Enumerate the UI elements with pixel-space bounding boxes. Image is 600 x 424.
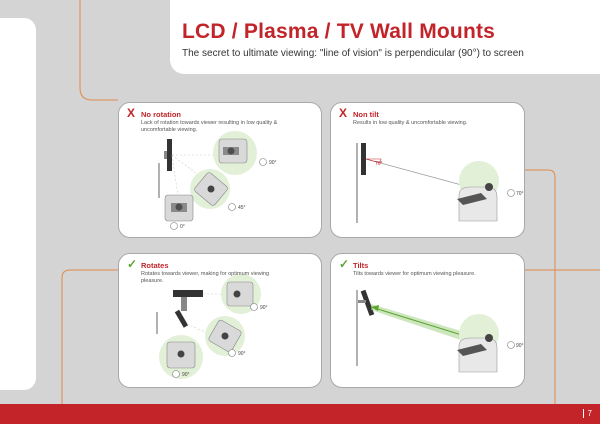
page-title: LCD / Plasma / TV Wall Mounts <box>182 20 496 43</box>
panel-title: Non tilt <box>353 110 379 119</box>
decorative-lines <box>61 0 600 404</box>
angle-label: 45° <box>238 205 246 211</box>
tilts-illustration: 90° <box>356 289 524 373</box>
header-card: LCD / Plasma / TV Wall Mounts The secret… <box>170 0 600 74</box>
angle-label: 90° <box>269 160 277 166</box>
panel-title: Rotates <box>141 261 169 270</box>
angle-label: 70° <box>516 191 524 197</box>
angle-label: 90° <box>516 343 524 349</box>
panel-title: Tilts <box>353 261 369 270</box>
checkmark-icon: ✓ <box>339 257 350 271</box>
rotates-illustration: 90° 90° 90° <box>156 274 268 379</box>
panel-title: No rotation <box>141 110 181 119</box>
cross-mark-icon: X <box>127 106 136 120</box>
no-rotation-illustration: 90° 45° 0° <box>158 131 277 230</box>
left-page-tab <box>0 18 36 390</box>
panel-description: Lack of rotation towards viewer resultin… <box>141 120 278 133</box>
checkmark-icon: ✓ <box>127 257 138 271</box>
page-number: 7 <box>582 409 592 418</box>
panel-tilts: 90° ✓ Tilts Tilts towards viewer for opt… <box>330 253 525 388</box>
non-tilt-illustration: 70° 70° <box>356 143 524 223</box>
panel-description: Results in low quality & uncomfortable v… <box>353 120 468 126</box>
panel-rotates: 90° 90° 90° ✓ Rotates Rotates towards vi… <box>118 253 322 388</box>
angle-label: 90° <box>238 351 246 357</box>
angle-label: 0° <box>180 224 185 230</box>
panel-non-tilt: 70° 70° X Non tilt Results in low qualit… <box>330 102 525 238</box>
footer-bar: 7 <box>0 404 600 424</box>
page-subtitle: The secret to ultimate viewing: "line of… <box>182 48 524 59</box>
angle-label: 90° <box>182 372 190 378</box>
panel-description: Tilts towards viewer for optimum viewing… <box>353 271 476 277</box>
angle-label: 90° <box>260 305 268 311</box>
panel-description: Rotates towards viewer, making for optim… <box>141 271 270 284</box>
cross-mark-icon: X <box>339 106 348 120</box>
panel-no-rotation: 90° 45° 0° X No rotation Lack of rotatio… <box>118 102 322 238</box>
angle-label: 70° <box>375 161 383 167</box>
